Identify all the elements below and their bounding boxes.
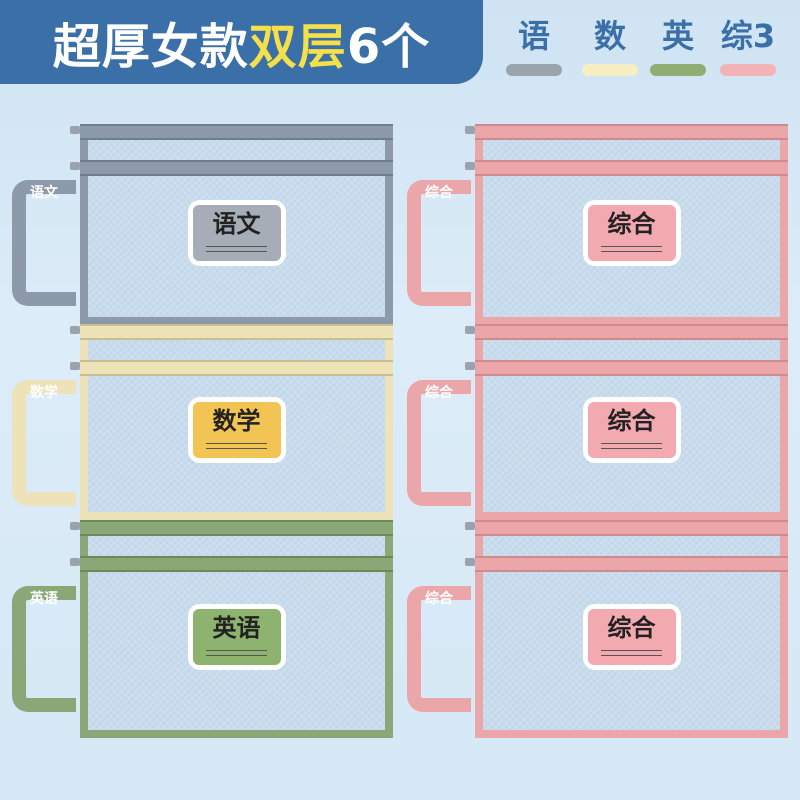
legend-swatch bbox=[506, 64, 562, 76]
bag-handle: 语文 bbox=[12, 180, 76, 306]
label-lines bbox=[600, 242, 663, 256]
handle-text: 语文 bbox=[30, 185, 58, 201]
zipper-top bbox=[70, 520, 393, 536]
banner-title: 超厚女款双层6个 bbox=[53, 7, 430, 77]
bag-handle: 综合 bbox=[407, 380, 471, 506]
label-panel: 语文 bbox=[192, 204, 281, 261]
handle-text: 综合 bbox=[425, 185, 453, 201]
label-panel: 数学 bbox=[192, 402, 281, 458]
label-lines bbox=[600, 439, 663, 453]
subject-label: 综合 bbox=[582, 199, 681, 266]
bag-body bbox=[465, 124, 788, 325]
handle-text: 英语 bbox=[30, 591, 58, 607]
bag-handle: 综合 bbox=[407, 180, 471, 306]
zipper-pull bbox=[70, 522, 80, 530]
subject-label: 综合 bbox=[582, 397, 681, 463]
zipper-second bbox=[465, 556, 788, 572]
legend-item-chinese: 语 bbox=[504, 14, 564, 76]
subject-label-text: 数学 bbox=[212, 406, 261, 435]
zipper-top bbox=[465, 520, 788, 536]
banner-title-main: 超厚女款 bbox=[52, 19, 249, 75]
zipper-pull bbox=[465, 362, 475, 370]
legend-item-comprehensive: 综3 bbox=[718, 14, 778, 76]
bag-handle: 数学 bbox=[12, 380, 76, 506]
zipper-second bbox=[70, 360, 393, 376]
bag-english: 英语 英语 bbox=[12, 520, 393, 738]
zipper-pull bbox=[70, 362, 80, 370]
legend-swatch bbox=[650, 64, 706, 76]
zipper-pull bbox=[70, 326, 80, 334]
label-lines bbox=[205, 439, 268, 453]
bag-math: 数学 数学 bbox=[12, 324, 393, 520]
label-panel: 综合 bbox=[587, 204, 676, 261]
bag-comprehensive-1: 综合 综合 bbox=[407, 124, 788, 325]
zipper-pull bbox=[70, 162, 80, 170]
zipper-second bbox=[465, 360, 788, 376]
bag-comprehensive-2: 综合 综合 bbox=[407, 324, 788, 520]
zipper-pull bbox=[70, 558, 80, 566]
bag-chinese: 语文 语文 bbox=[12, 124, 393, 325]
handle-text: 数学 bbox=[30, 385, 58, 401]
banner-title-highlight: 双层 bbox=[248, 19, 347, 75]
zipper-pull bbox=[465, 326, 475, 334]
legend-swatch bbox=[582, 64, 638, 76]
label-lines bbox=[600, 646, 663, 660]
subject-label-text: 综合 bbox=[607, 208, 656, 238]
zipper-pull bbox=[465, 126, 475, 134]
bag-handle: 英语 bbox=[12, 586, 76, 712]
label-lines bbox=[205, 646, 268, 660]
zipper-top bbox=[465, 324, 788, 340]
subject-label: 数学 bbox=[187, 397, 286, 463]
label-lines bbox=[205, 242, 268, 256]
handle-text: 综合 bbox=[425, 591, 453, 607]
zipper-top bbox=[70, 324, 393, 340]
zipper-top bbox=[70, 124, 393, 140]
zipper-second bbox=[70, 556, 393, 572]
subject-label-text: 综合 bbox=[607, 406, 656, 435]
zipper-second bbox=[70, 160, 393, 176]
handle-text: 综合 bbox=[425, 385, 453, 401]
subject-label: 综合 bbox=[582, 604, 681, 670]
legend-label: 语 bbox=[517, 17, 550, 55]
zipper-pull bbox=[70, 126, 80, 134]
legend-label: 综3 bbox=[720, 17, 776, 55]
subject-label-text: 英语 bbox=[212, 613, 261, 642]
zipper-top bbox=[465, 124, 788, 140]
zipper-pull bbox=[465, 558, 475, 566]
bag-comprehensive-3: 综合 综合 bbox=[407, 520, 788, 738]
subject-label: 英语 bbox=[187, 604, 286, 670]
legend-label: 数 bbox=[593, 17, 626, 55]
color-legend: 语 数 英 综3 bbox=[504, 14, 784, 84]
banner-title-end: 6个 bbox=[346, 19, 431, 75]
zipper-pull bbox=[465, 162, 475, 170]
bag-handle: 综合 bbox=[407, 586, 471, 712]
subject-label-text: 综合 bbox=[607, 613, 656, 642]
title-banner: 超厚女款双层6个 bbox=[0, 0, 483, 84]
legend-label: 英 bbox=[661, 17, 694, 55]
legend-swatch bbox=[720, 64, 776, 76]
subject-label: 语文 bbox=[187, 199, 286, 266]
subject-label-text: 语文 bbox=[212, 208, 261, 238]
zipper-second bbox=[465, 160, 788, 176]
zipper-pull bbox=[465, 522, 475, 530]
label-panel: 综合 bbox=[587, 402, 676, 458]
label-panel: 英语 bbox=[192, 609, 281, 665]
label-panel: 综合 bbox=[587, 609, 676, 665]
legend-item-math: 数 bbox=[580, 14, 640, 76]
legend-item-english: 英 bbox=[648, 14, 708, 76]
